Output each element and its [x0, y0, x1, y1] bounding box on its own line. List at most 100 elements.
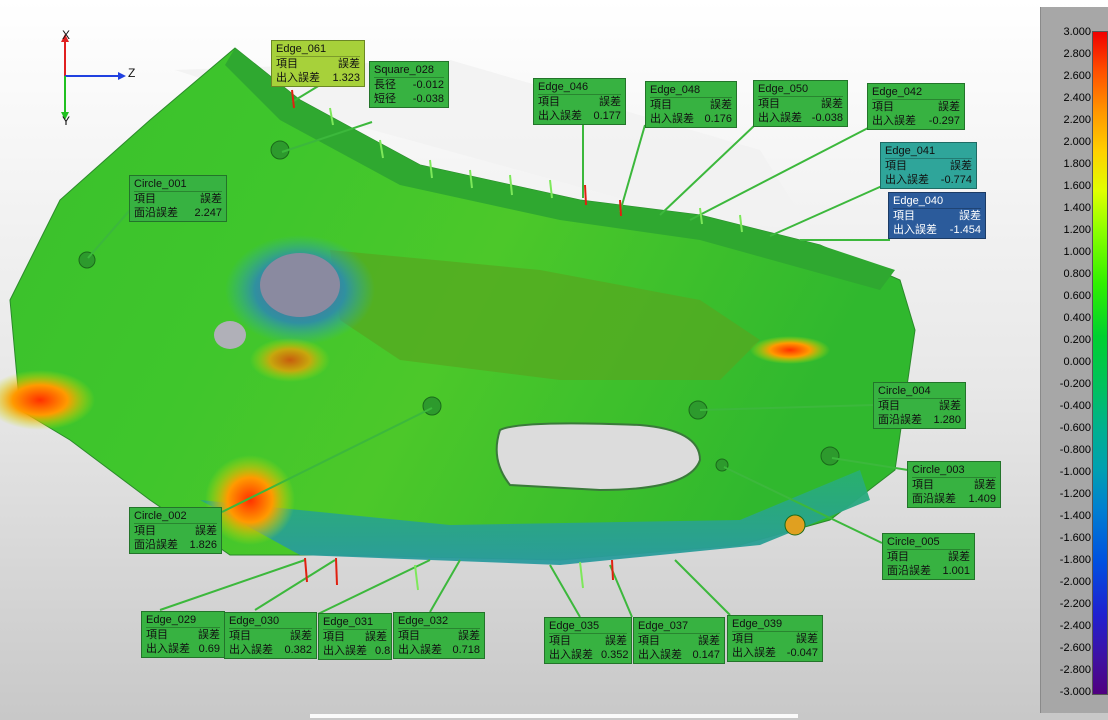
- bottom-flange: [200, 470, 870, 565]
- annotation-row-label: 項目: [893, 210, 915, 222]
- annotation-value-label: 出入誤差: [650, 113, 694, 125]
- scale-tick-label: 3.000: [1063, 26, 1091, 38]
- annotation-title: Circle_003: [912, 463, 996, 478]
- annotation-header-row: 項目誤差: [134, 524, 217, 538]
- annotation-value-label: 面沿誤差: [887, 565, 931, 577]
- scale-tick-label: -2.800: [1059, 664, 1091, 676]
- part-color-map[interactable]: [0, 0, 1040, 720]
- annotation-title: Circle_005: [887, 535, 970, 550]
- scale-tick-label: -3.000: [1059, 686, 1091, 698]
- annotation-value: 1.323: [332, 72, 360, 84]
- annotation-value: 1.280: [933, 414, 961, 426]
- annotation-header-row: 項目誤差: [887, 550, 970, 564]
- annotation-value: 0.147: [692, 649, 720, 661]
- annotation-title: Edge_029: [146, 613, 220, 628]
- scale-tick-label: -2.400: [1059, 620, 1091, 632]
- annotation-header-row: 項目誤差: [650, 98, 732, 112]
- annotation-title: Square_028: [374, 63, 444, 78]
- scale-tick-label: 1.800: [1063, 158, 1091, 170]
- axis-x-label: X: [62, 28, 71, 42]
- deviation-orange-rib: [250, 338, 330, 382]
- annotation-value: -0.297: [928, 115, 960, 127]
- annotation-row-head: 誤差: [195, 525, 217, 537]
- scale-tick-label: -1.400: [1059, 510, 1091, 522]
- annotation-header-row: 項目誤差: [276, 57, 360, 71]
- scale-tick-label: -1.200: [1059, 488, 1091, 500]
- annotation-row-label: 項目: [758, 98, 780, 110]
- annotation-header-row: 項目誤差: [732, 632, 818, 646]
- annotation-value-label: 出入誤差: [538, 110, 582, 122]
- annotation-value: 0.352: [601, 649, 629, 661]
- annotation-title: Edge_032: [398, 614, 480, 629]
- deviation-red-left: [0, 370, 95, 430]
- annotation-value-row: 短径 -0.038: [374, 92, 444, 106]
- annotation-title: Edge_046: [538, 80, 621, 95]
- annotation-row-label: 項目: [549, 635, 571, 647]
- annotation-header-row: 項目誤差: [538, 95, 621, 109]
- annotation-row-head: 誤差: [939, 400, 961, 412]
- annotation-row-label: 項目: [538, 96, 560, 108]
- scale-tick-label: -0.200: [1059, 378, 1091, 390]
- annotation-row-label: 項目: [732, 633, 754, 645]
- part-cutout: [495, 422, 702, 492]
- annotation-header-row: 項目誤差: [398, 629, 480, 643]
- scale-tick-label: 0.400: [1063, 312, 1091, 324]
- scale-tick-label: 0.200: [1063, 334, 1091, 346]
- annotation-value-label: 出入誤差: [549, 649, 593, 661]
- scale-tick-label: 2.800: [1063, 48, 1091, 60]
- edge-vectors-red: [291, 89, 622, 586]
- scale-tick-label: -1.600: [1059, 532, 1091, 544]
- annotation-row-head: 誤差: [290, 630, 312, 642]
- annotation-row-label: 長径: [374, 79, 396, 91]
- annotation-row-label: 項目: [912, 479, 934, 491]
- scale-tick-label: 2.000: [1063, 136, 1091, 148]
- color-scale-bar: [1092, 31, 1108, 695]
- scan-noise: [175, 60, 810, 230]
- annotation-value-row: 出入誤差-0.774: [885, 173, 972, 187]
- annotation-value: -0.038: [412, 93, 444, 105]
- annotation-value: 0.8: [375, 645, 391, 657]
- scale-tick-label: 1.400: [1063, 202, 1091, 214]
- annotation-value-label: 面沿誤差: [912, 493, 956, 505]
- scroll-indicator[interactable]: [310, 714, 798, 718]
- annotation-value-label: 出入誤差: [398, 644, 442, 656]
- annotation-title: Edge_041: [885, 144, 972, 159]
- annotation-row-label: 項目: [878, 400, 900, 412]
- annotation-value-label: 面沿誤差: [134, 207, 178, 219]
- scale-tick-label: 2.600: [1063, 70, 1091, 82]
- leader-lines: [87, 84, 909, 618]
- annotation-value-label: 出入誤差: [229, 644, 273, 656]
- annotation-row-head: 誤差: [950, 160, 972, 172]
- annotation-value-label: 短径: [374, 93, 396, 105]
- annotation-title: Edge_031: [323, 615, 387, 630]
- annotation-value-row: 出入誤差-0.297: [872, 114, 960, 128]
- deviation-red-right: [750, 336, 830, 364]
- annotation-title: Edge_048: [650, 83, 732, 98]
